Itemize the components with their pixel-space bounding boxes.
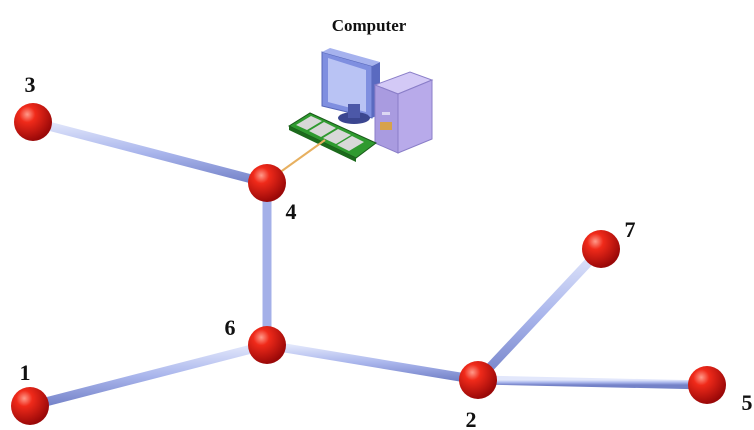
computer-title: Computer <box>332 16 407 35</box>
node-label-6: 6 <box>225 315 236 340</box>
node-2[interactable]: 2 <box>459 361 497 430</box>
edge-3-4 <box>28 117 272 188</box>
node-label-1: 1 <box>20 360 31 385</box>
edges <box>25 117 712 411</box>
node-label-4: 4 <box>286 199 297 224</box>
node-3[interactable]: 3 <box>14 72 52 141</box>
node-label-7: 7 <box>625 217 636 242</box>
edge-6-1 <box>25 340 272 411</box>
node-label-2: 2 <box>466 407 477 430</box>
node-6[interactable]: 6 <box>225 315 287 364</box>
nodes: 3 4 6 1 2 7 5 <box>11 72 753 430</box>
node-label-5: 5 <box>742 390 753 415</box>
monitor <box>321 48 380 124</box>
edge-6-2 <box>262 340 483 385</box>
node-4[interactable]: 4 <box>248 164 297 224</box>
keyboard <box>287 112 377 162</box>
edge-2-7 <box>473 244 606 385</box>
node-1[interactable]: 1 <box>11 360 49 425</box>
node-label-3: 3 <box>25 72 36 97</box>
desktop-computer-icon <box>287 48 434 162</box>
node-7[interactable]: 7 <box>582 217 636 268</box>
edge-2-5 <box>473 375 712 390</box>
tower <box>373 71 434 154</box>
node-5[interactable]: 5 <box>688 366 753 415</box>
